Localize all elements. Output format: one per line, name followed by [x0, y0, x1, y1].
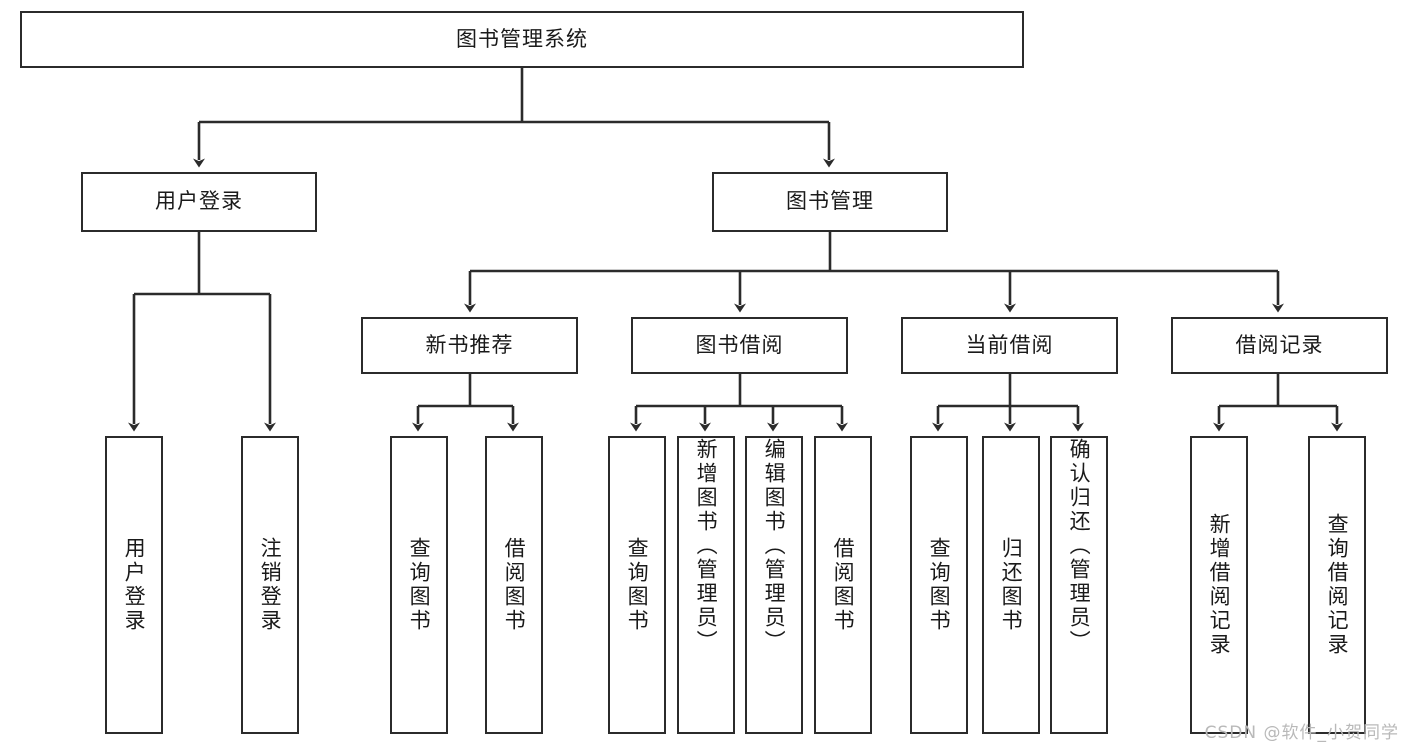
node-leaf-add-record[interactable]: 新增借阅记录 [1190, 436, 1248, 734]
node-new-book-recommend-label: 新书推荐 [425, 332, 514, 357]
node-root-label: 图书管理系统 [456, 26, 588, 51]
node-leaf-add-record-label: 新增借阅记录 [1207, 513, 1232, 657]
node-leaf-borrow-book-2-label: 借阅图书 [831, 537, 856, 633]
node-leaf-user-logout[interactable]: 注销登录 [241, 436, 299, 734]
node-user-login[interactable]: 用户登录 [81, 172, 317, 232]
node-book-manage-label: 图书管理 [786, 189, 874, 214]
node-leaf-edit-book[interactable]: 编辑图书（管理员） [745, 436, 803, 734]
node-leaf-query-record[interactable]: 查询借阅记录 [1308, 436, 1366, 734]
node-borrow-record-label: 借阅记录 [1235, 332, 1324, 357]
node-leaf-query-book-1-label: 查询图书 [407, 537, 432, 633]
node-user-login-label: 用户登录 [155, 189, 243, 214]
node-leaf-borrow-book-1-label: 借阅图书 [502, 537, 527, 633]
node-leaf-return-book[interactable]: 归还图书 [982, 436, 1040, 734]
node-leaf-return-book-label: 归还图书 [999, 537, 1024, 633]
node-new-book-recommend[interactable]: 新书推荐 [361, 317, 578, 374]
node-leaf-query-book-2[interactable]: 查询图书 [608, 436, 666, 734]
node-leaf-confirm-return-label: 确认归还（管理员） [1067, 438, 1092, 654]
node-leaf-user-login[interactable]: 用户登录 [105, 436, 163, 734]
node-root[interactable]: 图书管理系统 [20, 11, 1024, 68]
csdn-watermark: CSDN @软件_小贺同学 [1204, 723, 1399, 743]
node-borrow-record[interactable]: 借阅记录 [1171, 317, 1388, 374]
node-leaf-query-record-label: 查询借阅记录 [1325, 513, 1350, 657]
node-leaf-add-book-label: 新增图书（管理员） [694, 438, 719, 654]
node-leaf-query-book-2-label: 查询图书 [625, 537, 650, 633]
node-current-borrow[interactable]: 当前借阅 [901, 317, 1118, 374]
node-leaf-query-book-1[interactable]: 查询图书 [390, 436, 448, 734]
node-leaf-add-book[interactable]: 新增图书（管理员） [677, 436, 735, 734]
node-book-manage[interactable]: 图书管理 [712, 172, 948, 232]
node-book-borrow-label: 图书借阅 [695, 332, 784, 357]
node-leaf-query-book-3[interactable]: 查询图书 [910, 436, 968, 734]
node-leaf-user-logout-label: 注销登录 [258, 537, 283, 633]
node-leaf-borrow-book-1[interactable]: 借阅图书 [485, 436, 543, 734]
node-leaf-confirm-return[interactable]: 确认归还（管理员） [1050, 436, 1108, 734]
node-leaf-query-book-3-label: 查询图书 [927, 537, 952, 633]
node-leaf-borrow-book-2[interactable]: 借阅图书 [814, 436, 872, 734]
node-leaf-edit-book-label: 编辑图书（管理员） [762, 438, 787, 654]
node-current-borrow-label: 当前借阅 [965, 332, 1054, 357]
node-book-borrow[interactable]: 图书借阅 [631, 317, 848, 374]
node-leaf-user-login-label: 用户登录 [122, 537, 147, 633]
